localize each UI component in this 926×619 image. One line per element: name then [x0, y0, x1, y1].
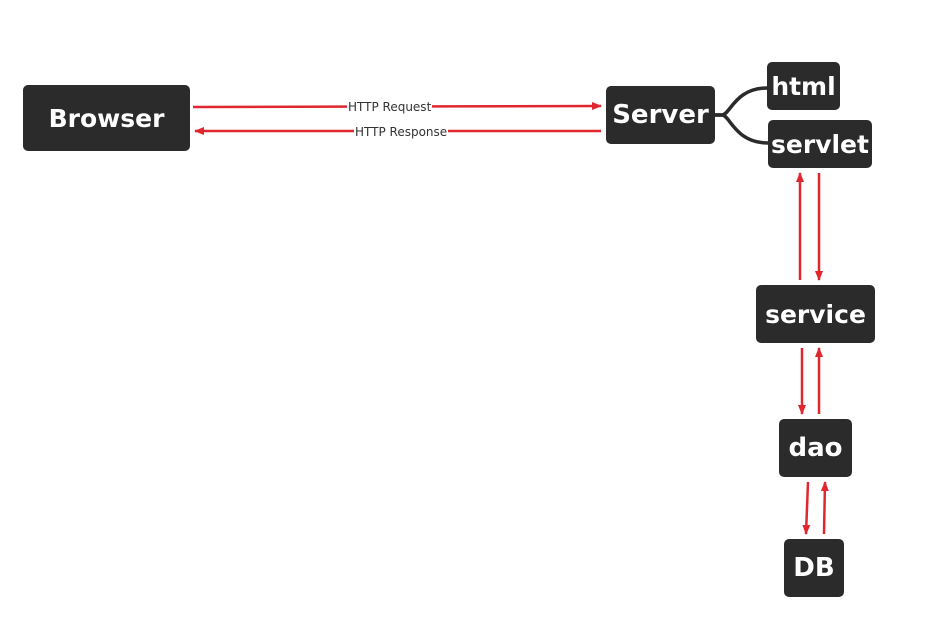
- arrow-db-to-dao: [820, 481, 829, 535]
- http-request-label: HTTP Request: [347, 100, 433, 114]
- server-node[interactable]: Server: [606, 86, 715, 144]
- servlet-node[interactable]: servlet: [768, 120, 872, 168]
- http-response-label: HTTP Response: [354, 125, 449, 139]
- browser-node[interactable]: Browser: [23, 85, 190, 151]
- dao-node[interactable]: dao: [779, 419, 852, 477]
- connector-server-servlet: [715, 113, 769, 145]
- html-node[interactable]: html: [767, 62, 840, 110]
- service-node[interactable]: service: [756, 285, 875, 343]
- db-node[interactable]: DB: [784, 539, 844, 597]
- connector-server-html: [715, 86, 768, 117]
- arrow-dao-to-db: [802, 481, 811, 535]
